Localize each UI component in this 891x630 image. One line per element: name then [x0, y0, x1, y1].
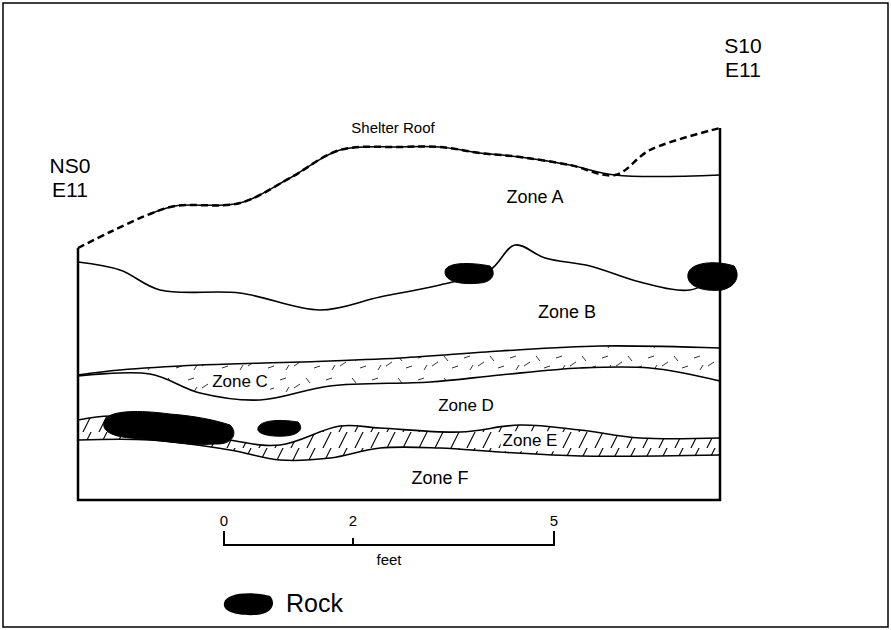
zone-a-top: [150, 146, 720, 214]
scale-label: feet: [376, 551, 401, 568]
zone-label: Zone D: [438, 396, 494, 416]
profile-border: [78, 128, 720, 500]
zone-c-fill: [78, 346, 720, 400]
grid-label: S10 E11: [721, 34, 765, 82]
rock: [258, 420, 301, 436]
zone-label: Zone B: [538, 302, 596, 323]
zone-boundary: [78, 245, 720, 310]
legend-entry: Rock: [220, 588, 343, 618]
scale-label: 5: [550, 512, 558, 529]
scale-bar: [224, 531, 554, 545]
zone-label: Zone E: [501, 431, 560, 451]
rock: [104, 412, 234, 445]
roof-label: Shelter Roof: [351, 119, 434, 136]
zone-label: Zone C: [210, 372, 270, 392]
zone-boundary: [78, 346, 720, 375]
zone-label: Zone F: [411, 468, 468, 489]
rock: [688, 263, 737, 291]
scale-label: 0: [220, 512, 228, 529]
rock: [445, 264, 493, 284]
grid-label: NS0 E11: [48, 154, 92, 202]
legend-label: Rock: [286, 589, 343, 618]
zone-boundary: [78, 367, 720, 400]
scale-label: 2: [349, 512, 357, 529]
frame: [3, 3, 888, 627]
roof-line: [78, 128, 720, 248]
zone-label: Zone A: [506, 187, 563, 208]
rock-symbol: [220, 588, 276, 618]
